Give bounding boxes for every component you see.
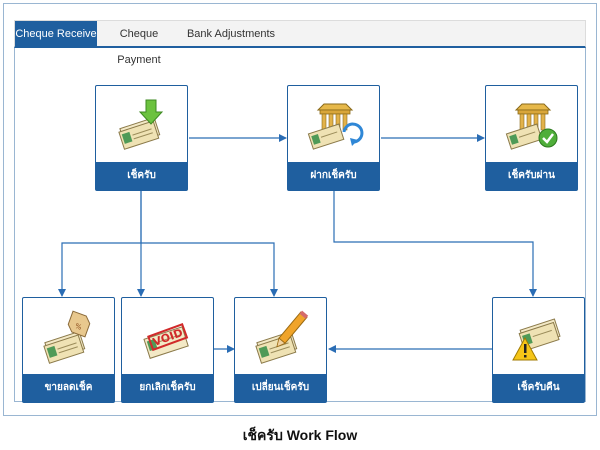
tab-cheque-receive[interactable]: Cheque Receive — [15, 21, 97, 47]
node-label: เปลี่ยนเช็ครับ — [235, 374, 326, 402]
bank-check-icon — [486, 86, 577, 162]
node-cheque-discount[interactable]: % ขายลดเช็ค — [22, 297, 115, 403]
tab-bar: Cheque Receive Cheque Payment Bank Adjus… — [14, 20, 586, 66]
tab-cheque-payment[interactable]: Cheque Payment — [117, 28, 161, 66]
node-label: ขายลดเช็ค — [23, 374, 114, 402]
svg-text:%: % — [73, 322, 82, 332]
cheque-download-icon — [96, 86, 187, 162]
node-label: เช็ครับผ่าน — [486, 162, 577, 190]
node-label: ยกเลิกเช็ครับ — [122, 374, 213, 402]
node-label: เช็ครับ — [96, 162, 187, 190]
node-cheque-returned[interactable]: เช็ครับคืน — [492, 297, 585, 403]
node-label: ฝากเช็ครับ — [288, 162, 379, 190]
node-label: เช็ครับคืน — [493, 374, 584, 402]
node-cheque-cancel[interactable]: VOID ยกเลิกเช็ครับ — [121, 297, 214, 403]
node-cheque-passed[interactable]: เช็ครับผ่าน — [485, 85, 578, 191]
node-cheque-receive[interactable]: เช็ครับ — [95, 85, 188, 191]
cheque-edit-icon — [235, 298, 326, 374]
bank-deposit-icon — [288, 86, 379, 162]
node-cheque-change[interactable]: เปลี่ยนเช็ครับ — [234, 297, 327, 403]
diagram-caption: เช็ครับ Work Flow — [242, 427, 358, 443]
cheque-warning-icon — [493, 298, 584, 374]
tab-bank-adjustments[interactable]: Bank Adjustments — [186, 28, 276, 40]
node-cheque-deposit[interactable]: ฝากเช็ครับ — [287, 85, 380, 191]
cheque-tag-icon: % — [23, 298, 114, 374]
cheque-void-icon: VOID — [122, 298, 213, 374]
